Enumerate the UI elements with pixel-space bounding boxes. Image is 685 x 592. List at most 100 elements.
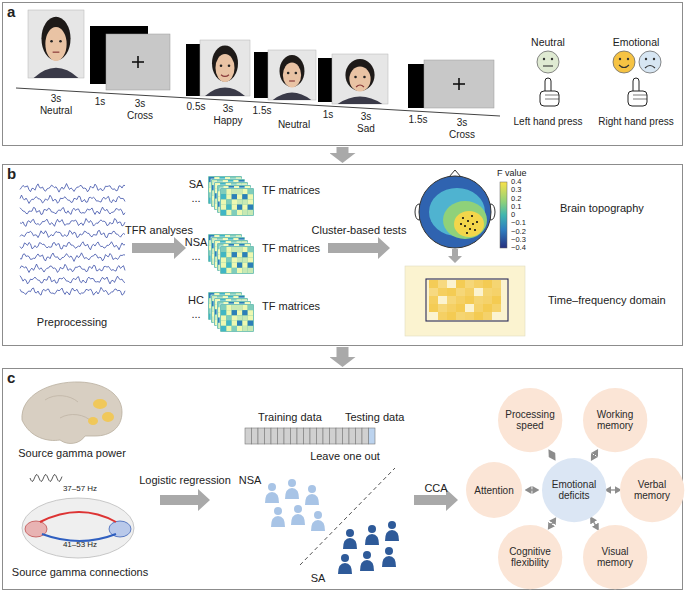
hair [41,17,70,61]
activation-blob [93,399,107,409]
tf-matrix [220,246,254,274]
tf-cell [248,210,253,215]
connection-line [40,512,116,522]
brain-sulcus [45,396,92,422]
data-fold [362,428,369,444]
tick-label: −0.1 [511,219,526,227]
person-head [346,529,354,537]
eeg-trace [20,253,125,262]
tf-cell [232,326,237,331]
outcome-circle: Processing speed [498,388,562,452]
eye [363,76,366,79]
mouth [356,85,364,87]
data-fold [304,428,311,444]
tf-cell [237,247,242,252]
eeg-trace [20,230,125,237]
connector-arrow [551,523,552,525]
classification-pipeline [22,382,458,574]
tf-cell [248,268,253,273]
connector-arrow [594,454,596,455]
emoji-eye [543,58,545,60]
tf-cell [237,210,242,215]
hair [280,55,305,87]
eye [287,72,290,75]
circle-outline [466,462,522,518]
circle-outline [542,458,606,522]
tf-matrix [214,240,248,268]
electrode-dot [471,215,473,217]
person-body [271,516,285,527]
tf-cell [237,189,242,194]
outcome-circle: Emotional deficits [542,458,606,522]
condition-label: Cross [127,110,153,122]
tf-cluster-cell [456,304,465,312]
electrode-dot [476,221,478,223]
frequency-label: 37–57 Hz [63,485,97,493]
tf-cell [237,310,242,315]
tf-matrix [214,182,248,210]
eeg-trace [20,219,125,227]
mouth [221,75,229,77]
tf-cell [242,252,247,257]
mouth [289,80,295,81]
tick-label: 0.4 [511,178,521,186]
tf-matrix [211,179,245,207]
shirt [205,88,245,96]
person-body [265,492,279,503]
tf-cell [248,321,253,326]
brain-lateral [22,382,122,444]
tf-cell [242,321,247,326]
block-arrow [132,237,186,259]
tf-cluster-cell [474,304,483,312]
face-photo [28,10,84,78]
response-label: Emotional [613,36,660,48]
tf-cluster-cell [474,280,483,288]
emoji-mouth [619,65,629,68]
tf-matrix [211,295,245,323]
tf-cluster-cell [438,304,447,312]
tf-cluster-cell [492,288,501,296]
scalp-color [419,176,491,248]
emoji-face [613,51,635,73]
group-label: NSA [185,236,208,249]
duration-label: 1.5s [253,105,272,117]
person-head [314,511,322,519]
group-label: SA [189,178,204,191]
tf-cell [242,257,247,262]
tf-cluster-cell [465,312,474,320]
circle-outline [583,388,647,452]
face-skin [45,27,66,61]
duration-label: 1.5s [409,114,428,126]
tf-cluster-cell [465,288,474,296]
tf-cell [226,268,231,273]
tf-cell [242,194,247,199]
eeg-trace [20,184,125,193]
condition-label: Neutral [278,119,310,131]
data-fold [369,428,376,444]
tf-cluster-cell [429,288,438,296]
duration-label: 3s [135,98,146,110]
tf-cell [226,315,231,320]
tick-label: −0.4 [511,244,526,252]
electrode-dot [472,223,474,225]
tf-cell [232,315,237,320]
data-label: Leave one out [310,450,380,463]
person-body [343,538,357,549]
circle-outline [620,458,684,522]
tf-matrix [217,185,251,213]
tf-cluster-cell [429,304,438,312]
group-label: HC [188,294,204,307]
outcome-circle: Visual memory [583,525,647,589]
brain-outline [22,498,134,558]
person-head [385,547,393,555]
activation-blob [88,417,98,425]
circle-label: Processing speed [503,409,557,431]
tick-label: 0.1 [511,203,521,211]
mouth [53,52,60,53]
connector-arrow [531,489,533,490]
tf-cell [221,210,226,215]
tf-cell [248,310,253,315]
tf-cell [242,268,247,273]
electrode-dot [464,225,466,227]
